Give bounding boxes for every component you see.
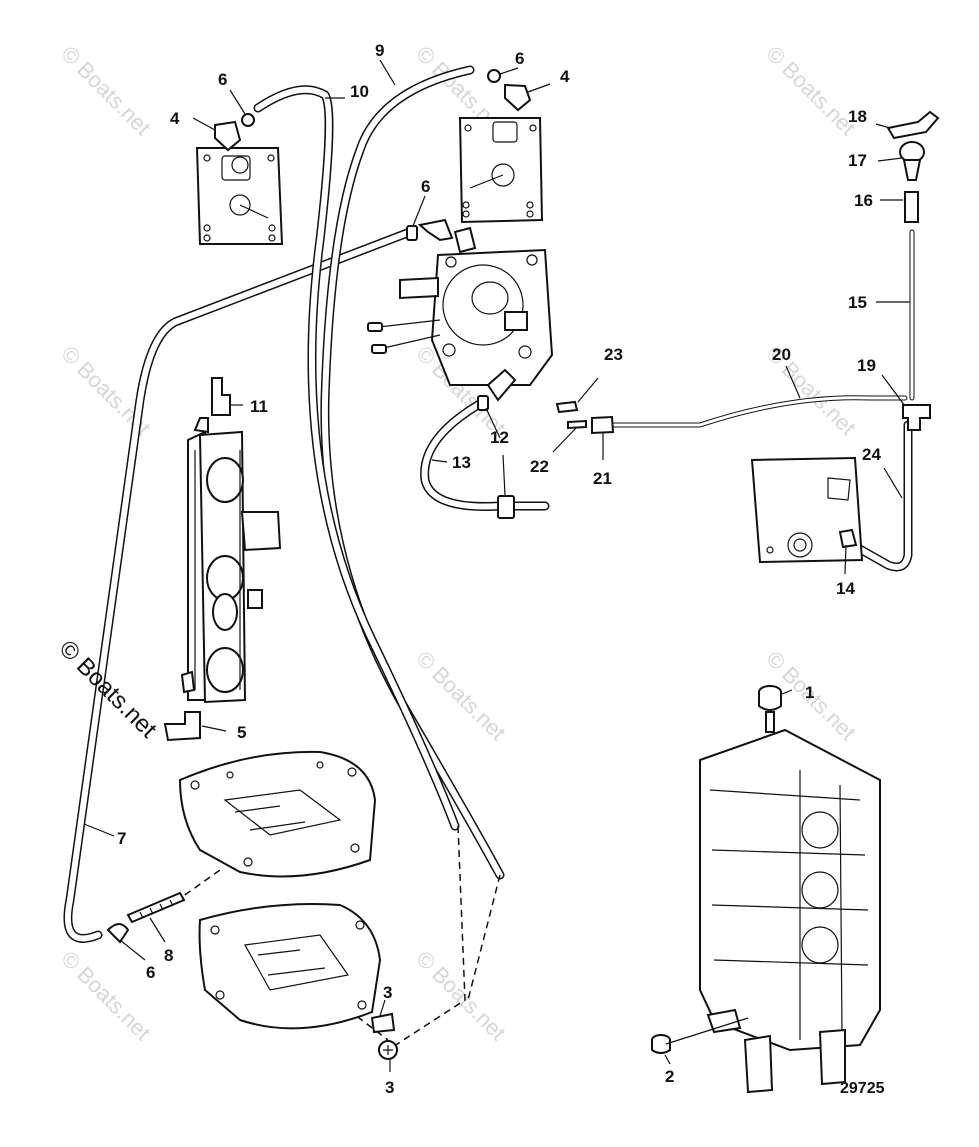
clamp-12 <box>477 395 489 411</box>
assembly-line <box>467 874 501 1001</box>
elbow-fitting-4-right <box>504 83 532 112</box>
callout-4: 4 <box>170 109 180 128</box>
cylinder-block <box>699 728 881 1094</box>
callout-2: 2 <box>665 1067 674 1086</box>
callout-22: 22 <box>530 457 549 476</box>
callout-14: 14 <box>836 579 855 598</box>
separator-bracket <box>750 456 864 564</box>
stud-8 <box>126 891 186 924</box>
callout-18: 18 <box>848 107 867 126</box>
callout-5: 5 <box>237 723 246 742</box>
assembly-line <box>337 1001 389 1041</box>
clamp-6-lower <box>106 923 130 944</box>
elbow-fitting-pump <box>417 218 454 242</box>
watermark-text: © Boats.net <box>411 946 510 1045</box>
callout-19: 19 <box>857 356 876 375</box>
callout-12: 12 <box>490 428 509 447</box>
callout-6: 6 <box>146 963 155 982</box>
screw-3-upper <box>370 1012 396 1034</box>
callout-6: 6 <box>515 49 524 68</box>
left-fuel-plate <box>195 147 284 245</box>
callout-6: 6 <box>218 70 227 89</box>
callout-13: 13 <box>452 453 471 472</box>
callout-11: 11 <box>250 397 268 416</box>
callout-3: 3 <box>385 1078 394 1097</box>
connector-21 <box>591 415 615 435</box>
fitting-23 <box>555 400 579 414</box>
callout-7: 7 <box>117 829 126 848</box>
callout-3: 3 <box>383 983 392 1002</box>
callout-4: 4 <box>560 67 570 86</box>
fuel-pump <box>367 226 554 402</box>
fuel-rail <box>180 417 282 704</box>
clamp-6-pump <box>406 225 418 241</box>
plenum-cover <box>178 750 377 878</box>
valve-17 <box>899 141 925 181</box>
hose-13 <box>420 400 550 511</box>
callout-21: 21 <box>593 469 612 488</box>
fitting-16 <box>904 191 919 223</box>
elbow-fitting-4-left <box>214 120 242 152</box>
callout-20: 20 <box>772 345 791 364</box>
hose-9 <box>320 65 505 880</box>
screw-3-lower <box>378 1040 398 1060</box>
callout-6: 6 <box>421 177 430 196</box>
watermark-text: © Boats.net <box>761 41 860 140</box>
callout-15: 15 <box>848 293 867 312</box>
assembly-line <box>174 869 221 903</box>
hose-10 <box>253 85 460 831</box>
callout-labels: 1 2 3 3 4 4 5 6 6 6 6 7 8 9 10 11 12 13 … <box>117 41 881 1097</box>
tee-fitting-13 <box>497 495 515 519</box>
callout-9: 9 <box>375 41 384 60</box>
callout-16: 16 <box>854 191 873 210</box>
callout-10: 10 <box>350 82 369 101</box>
clamp-6-right <box>487 69 501 83</box>
drain-plug-2 <box>651 1034 671 1054</box>
tee-fitting-19 <box>902 404 931 431</box>
leader-lines <box>83 59 910 1072</box>
fitting-14 <box>838 528 858 549</box>
callout-23: 23 <box>604 345 623 364</box>
watermark-text: © Boats.net <box>56 946 155 1045</box>
tube-20 <box>607 395 908 428</box>
callout-17: 17 <box>848 151 867 170</box>
watermark-text: © Boats.net <box>56 41 155 140</box>
clamp-6-left <box>241 113 255 127</box>
fitting-22 <box>567 419 587 430</box>
fuel-filter-cap-1 <box>758 685 782 733</box>
bracket-18 <box>886 110 940 140</box>
callout-1: 1 <box>805 683 814 702</box>
right-fuel-plate <box>458 117 544 224</box>
callout-8: 8 <box>164 946 173 965</box>
hose-24 <box>853 420 913 572</box>
plenum-base <box>198 903 382 1030</box>
figure-number: 29725 <box>840 1080 885 1097</box>
callout-24: 24 <box>862 445 881 464</box>
elbow-fitting-5 <box>163 711 201 742</box>
assembly-line <box>387 825 466 1051</box>
hose-7 <box>63 227 415 943</box>
fitting-11 <box>211 377 231 416</box>
watermark-text: © Boats.net <box>411 646 510 745</box>
